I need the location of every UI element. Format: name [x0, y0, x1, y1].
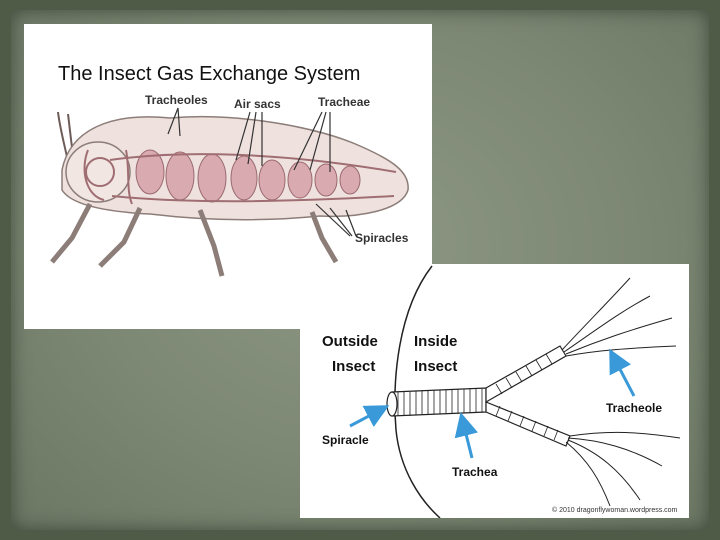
label-tracheole: Tracheole — [606, 401, 662, 415]
tracheoles — [562, 278, 680, 506]
trachea-arrow — [462, 418, 472, 458]
tracheole-arrow — [612, 354, 634, 396]
grasshopper-head — [66, 142, 130, 202]
label-outside-line1: Outside — [322, 333, 378, 350]
label-spiracles: Spiracles — [355, 231, 409, 245]
trachea-panel: Outside Insect Inside Insect Spiracle Tr… — [300, 264, 689, 518]
label-air-sacs: Air sacs — [234, 97, 281, 111]
spiracle-arrow — [350, 408, 384, 426]
label-inside-line1: Inside — [414, 333, 457, 350]
front-leg — [52, 204, 90, 262]
label-tracheae: Tracheae — [318, 95, 370, 109]
upper-branch — [486, 346, 566, 402]
middle-leg — [100, 208, 140, 266]
label-trachea: Trachea — [452, 465, 498, 479]
label-tracheoles: Tracheoles — [145, 93, 208, 107]
label-inside-line2: Insect — [414, 358, 457, 375]
label-outside-line2: Insect — [332, 358, 375, 375]
page-title: The Insect Gas Exchange System — [58, 63, 360, 86]
trachea-tube — [387, 388, 486, 416]
label-spiracle: Spiracle — [322, 433, 369, 447]
trachea-diagram: Outside Insect Inside Insect Spiracle Tr… — [300, 264, 689, 518]
lower-branch — [486, 402, 570, 446]
credit-text: © 2010 dragonflywoman.wordpress.com — [552, 506, 678, 514]
